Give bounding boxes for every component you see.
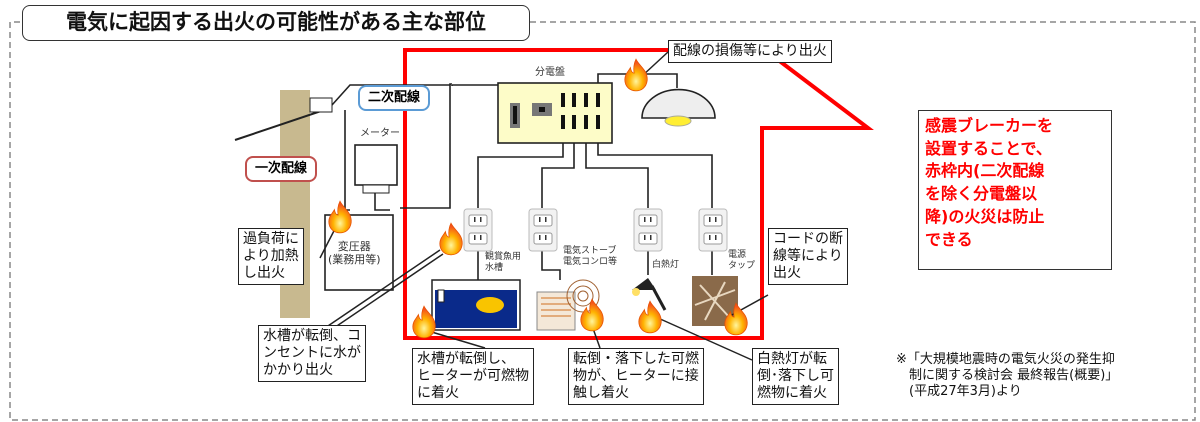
panel-label: 分電盤 <box>535 67 565 78</box>
page-title: 電気に起因する出火の可能性がある主な部位 <box>22 5 530 41</box>
source-note: ※「大規模地震時の電気火災の発生抑 制に関する検討会 最終報告(概要)」 (平成… <box>896 352 1119 399</box>
outlet <box>633 208 663 252</box>
desk-lamp <box>632 278 667 311</box>
meter-label: メーター <box>360 128 400 139</box>
power-strip-label: 電源 タップ <box>728 250 756 271</box>
outlet <box>463 208 493 252</box>
key-message: 感震ブレーカーを 設置することで、 赤枠内(二次配線 を除く分電盤以 降)の火災… <box>918 110 1112 270</box>
meter <box>354 144 398 186</box>
aquarium-label: 観賞魚用 水槽 <box>485 252 522 273</box>
callout-overload: 過負荷に より加熱 し出火 <box>238 228 304 286</box>
dashed-frame <box>9 21 1196 421</box>
fire-icon <box>439 222 463 256</box>
outlet <box>528 208 558 252</box>
callout-tank-water: 水槽が転倒、コ ンセントに水が かかり出火 <box>258 325 366 383</box>
incandescent-label: 白熱灯 <box>652 260 680 270</box>
fire-icon <box>624 58 648 92</box>
house-outline <box>403 48 874 340</box>
aquarium <box>431 279 521 331</box>
fire-icon <box>580 298 604 332</box>
ceiling-lamp <box>641 88 716 127</box>
secondary-wiring-label: 二次配線 <box>358 85 431 111</box>
callout-cord-break: コードの断 線等により 出火 <box>768 228 848 286</box>
callout-wiring-damage: 配線の損傷等により出火 <box>668 40 832 64</box>
callout-lamp-fall: 白熱灯が転 倒･落下し可 燃物に着火 <box>752 348 839 406</box>
electric-stove <box>536 279 600 331</box>
outlet <box>698 208 728 252</box>
callout-fallen-object: 転倒・落下した可燃 物が、ヒーターに接 触し着火 <box>568 348 704 406</box>
fire-icon <box>638 300 662 334</box>
callout-tank-heater: 水槽が転倒し、 ヒーターが可燃物 に着火 <box>412 348 534 406</box>
primary-wiring-label: 一次配線 <box>245 156 318 182</box>
stove-label: 電気ストーブ 電気コンロ等 <box>563 246 618 267</box>
fire-icon <box>328 200 352 234</box>
transformer-label: 変圧器 (業務用等) <box>328 240 381 267</box>
